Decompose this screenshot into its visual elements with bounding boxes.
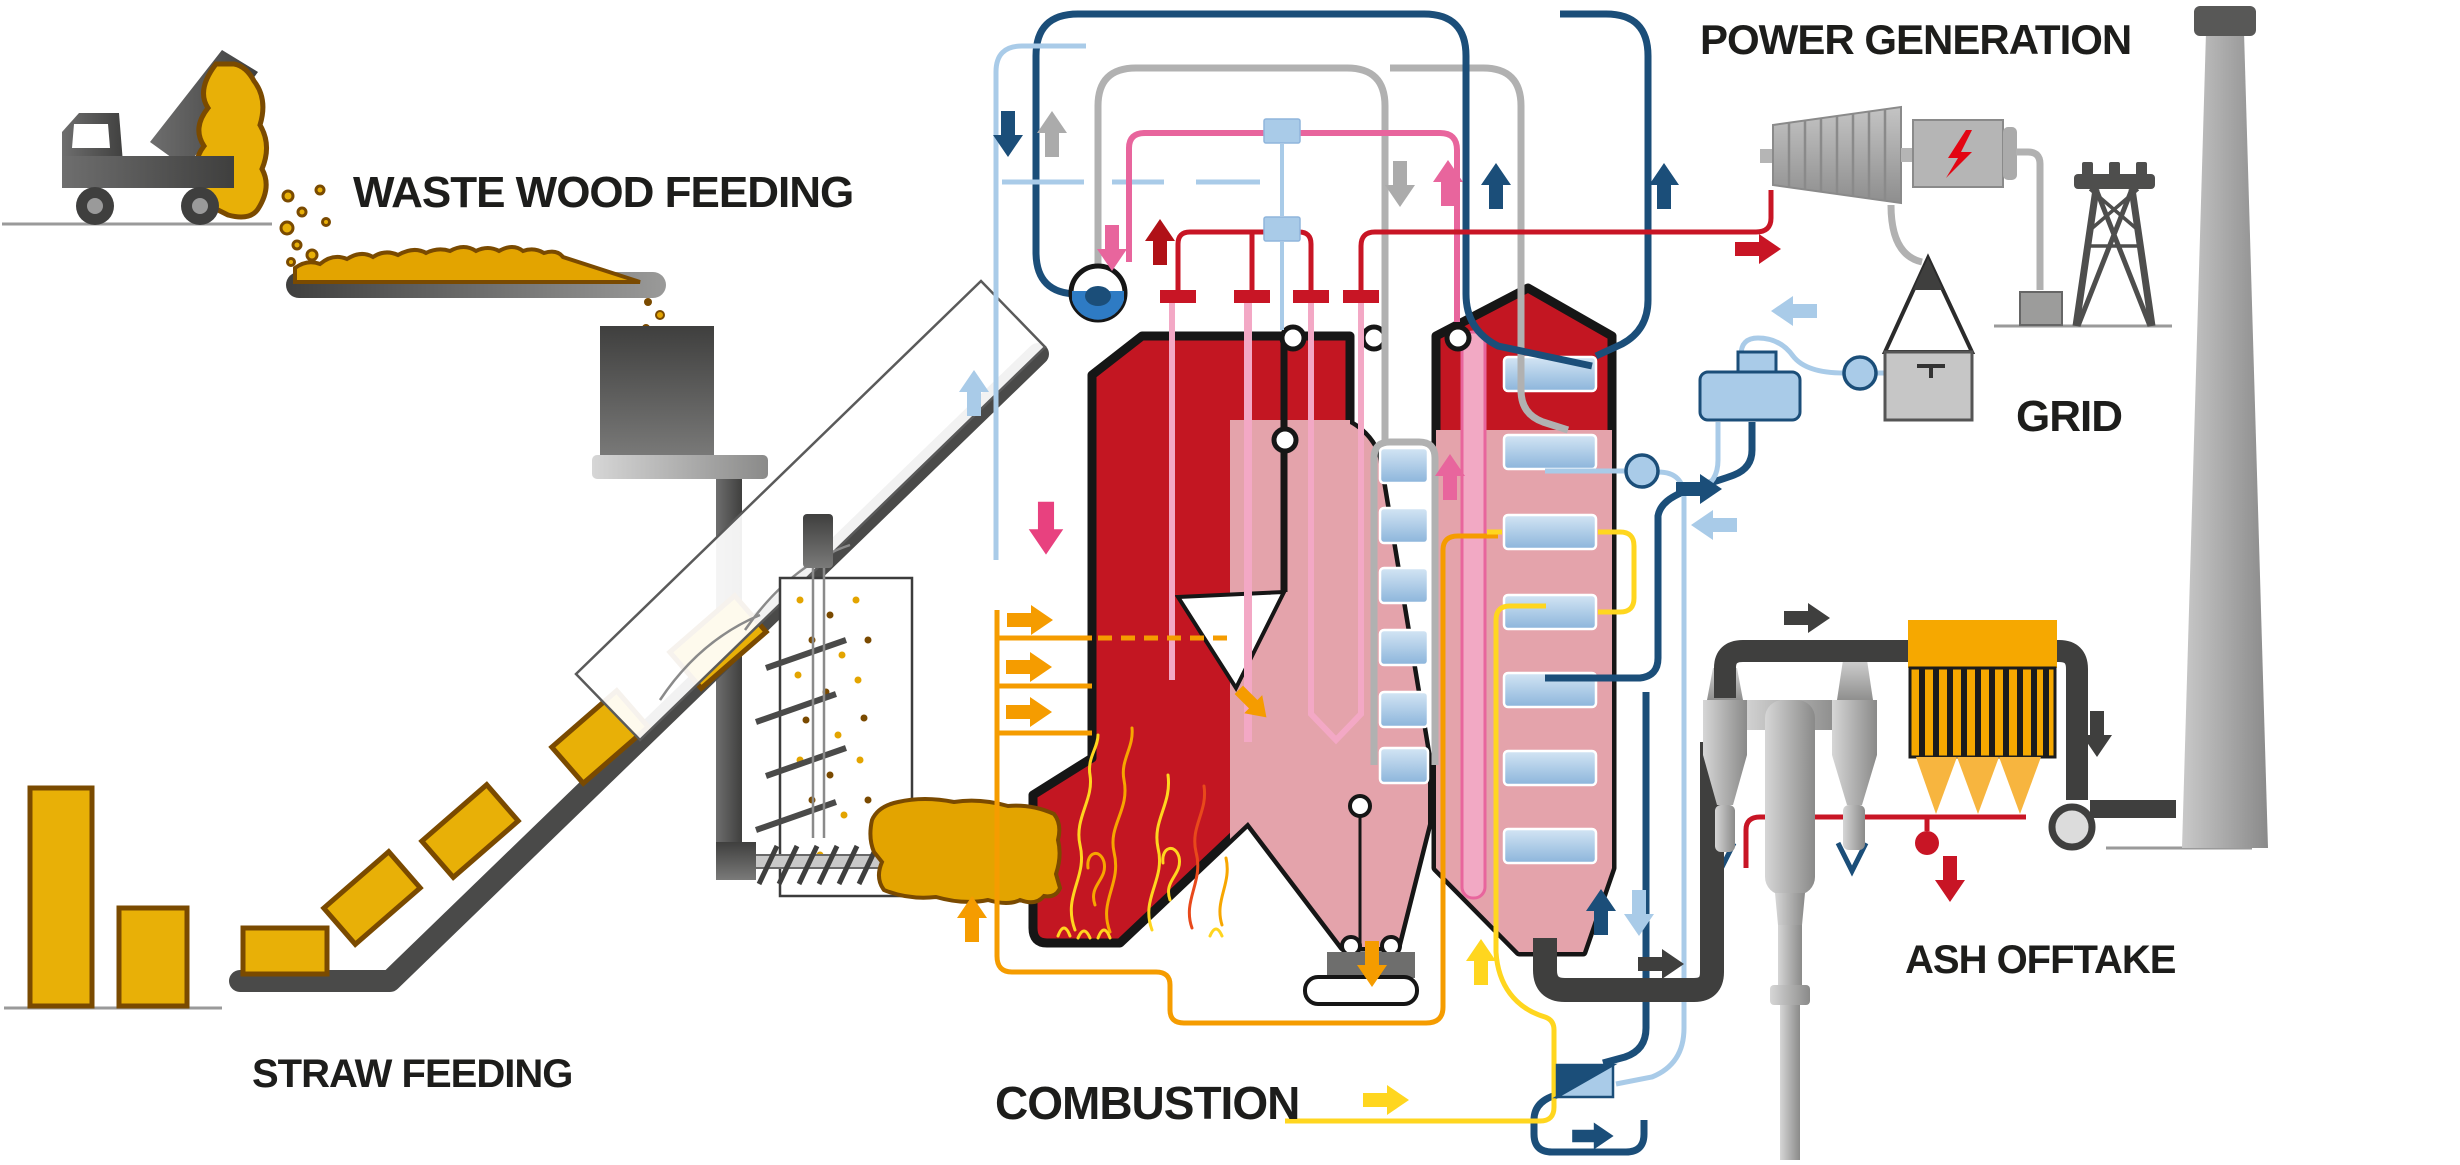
grate-ash-discharge [1303, 935, 1419, 1006]
label-straw-feeding: STRAW FEEDING [252, 1052, 573, 1096]
spray-water-valves [1263, 118, 1301, 242]
flue-gas-duct [1533, 742, 1724, 1002]
label-waste-wood-feeding: WASTE WOOD FEEDING [353, 168, 854, 217]
label-ash-offtake: ASH OFFTAKE [1905, 938, 2176, 982]
transformer [2019, 291, 2063, 326]
label-combustion: COMBUSTION [995, 1077, 1300, 1129]
grate-notch [1174, 589, 1288, 693]
straw-bales-stack [27, 785, 190, 1009]
screw-feeder [716, 842, 883, 886]
level-probe [1348, 794, 1372, 945]
ash-valve [1915, 831, 1939, 855]
agitator-motor [803, 514, 833, 568]
second-pass [1431, 283, 1617, 957]
combustion-air-pipes [994, 533, 1498, 1026]
turbine-exhaust-pipe [1887, 204, 1924, 266]
generator-cable [2016, 148, 2044, 290]
heat-exchanger-bank-1 [1370, 438, 1439, 785]
hot-air-pipes [1285, 529, 1637, 1124]
feedwater-pump [1624, 453, 1660, 489]
spilling-wood-chips [279, 184, 331, 267]
duct-to-filter [1714, 640, 2088, 800]
bag-filter [1908, 620, 2057, 814]
waste-wood-conveyor [286, 245, 666, 356]
superheater-headers [1160, 290, 1379, 303]
wood-chip-layer [293, 245, 641, 284]
flames [1056, 726, 1229, 940]
dump-truck-icon [62, 50, 331, 267]
chimney [2182, 6, 2268, 848]
id-fan [2048, 803, 2096, 851]
superheater-tubes [1169, 303, 1364, 745]
drum-connection-ports [1271, 324, 1472, 454]
transmission-tower [2072, 162, 2156, 327]
riser-band [1460, 330, 1487, 900]
steam-drum [1068, 263, 1128, 323]
cyclones [1703, 700, 1877, 1160]
flue-gas-pipes [1094, 64, 1570, 440]
air-heat-exchanger [1552, 1062, 1618, 1100]
fuel-plug [868, 797, 1063, 905]
main-cyclone-column [1765, 700, 1815, 895]
label-power-generation: POWER GENERATION [1700, 16, 2132, 63]
lightning-icon [1946, 130, 1972, 178]
boiler-water-pipes [1032, 10, 1869, 1156]
feedwater-tank [1698, 350, 1802, 422]
label-grid: GRID [2016, 392, 2123, 441]
condenser [1881, 253, 1976, 422]
generator [1912, 119, 2017, 188]
steam-turbine [1760, 105, 1913, 205]
condensate-pump [1842, 355, 1878, 391]
agitator-bars [755, 637, 847, 833]
conveyor-cover [574, 279, 1047, 742]
furnace [1028, 331, 1433, 952]
